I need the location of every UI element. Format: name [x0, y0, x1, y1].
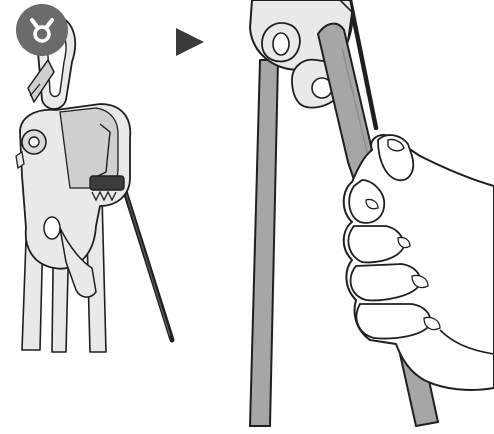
small-device-cam: [90, 176, 124, 190]
badge: [16, 4, 68, 56]
small-device-hole: [44, 217, 60, 239]
large-device-pivot-hole: [273, 33, 289, 55]
left-panel: [16, 4, 172, 352]
step-arrow: [176, 28, 204, 56]
right-panel: [250, 0, 494, 426]
badge-circle: [16, 4, 68, 56]
hand: [344, 135, 494, 390]
right-rope-hanging: [250, 60, 278, 426]
play-arrow-icon: [176, 28, 204, 56]
finger-4: [356, 304, 430, 338]
